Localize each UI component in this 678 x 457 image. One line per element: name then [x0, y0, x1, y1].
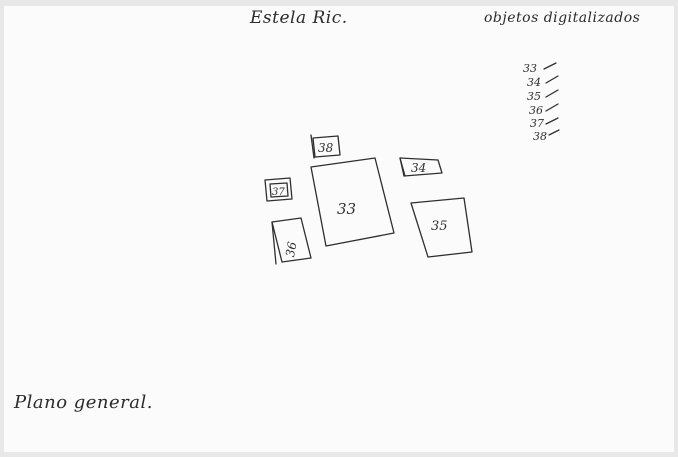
subject-title: objetos digitalizados: [484, 10, 640, 26]
footer-note: Plano general.: [14, 392, 153, 413]
paper-sheet: [4, 6, 674, 452]
author-name: Estela Ric.: [250, 8, 348, 28]
